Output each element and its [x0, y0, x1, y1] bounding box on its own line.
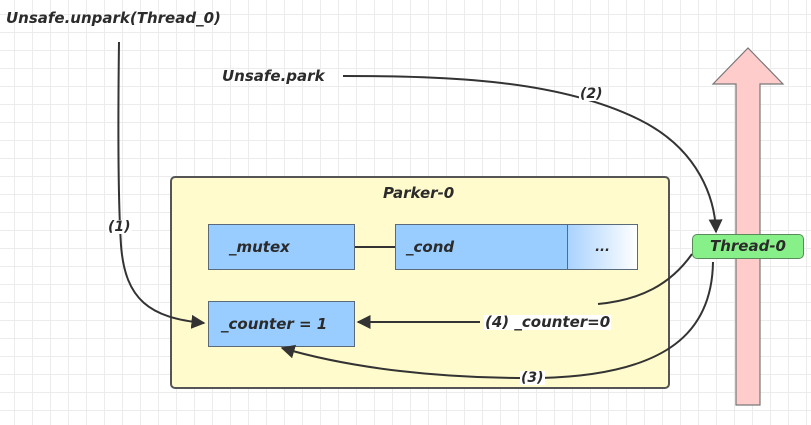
counter-field: _counter = 1	[208, 301, 355, 347]
thread-box: Thread-0	[692, 234, 804, 259]
step1-label: (1)	[107, 219, 132, 235]
thread-label: Thread-0	[709, 237, 786, 255]
step4-label: (4) _counter=0	[484, 313, 612, 331]
mutex-field: _mutex	[208, 224, 355, 270]
cond-field: _cond	[395, 224, 569, 270]
arrow-step1	[117, 41, 206, 329]
parker-container	[170, 176, 670, 389]
counter-label: _counter = 1	[221, 315, 328, 333]
parker-title: Parker-0	[383, 184, 455, 202]
step2-label: (2)	[579, 86, 604, 102]
timeline-arrow-icon	[711, 47, 785, 406]
more-field: ...	[567, 224, 638, 270]
arrow-step4	[358, 250, 690, 322]
step3-label: (3)	[520, 370, 545, 386]
unpark-call-label: Unsafe.unpark(Thread_0)	[6, 9, 221, 27]
more-label: ...	[595, 239, 610, 255]
cond-label: _cond	[406, 238, 455, 256]
park-call-label: Unsafe.park	[222, 67, 325, 85]
arrow-step2	[342, 75, 723, 234]
mutex-label: _mutex	[229, 238, 290, 256]
